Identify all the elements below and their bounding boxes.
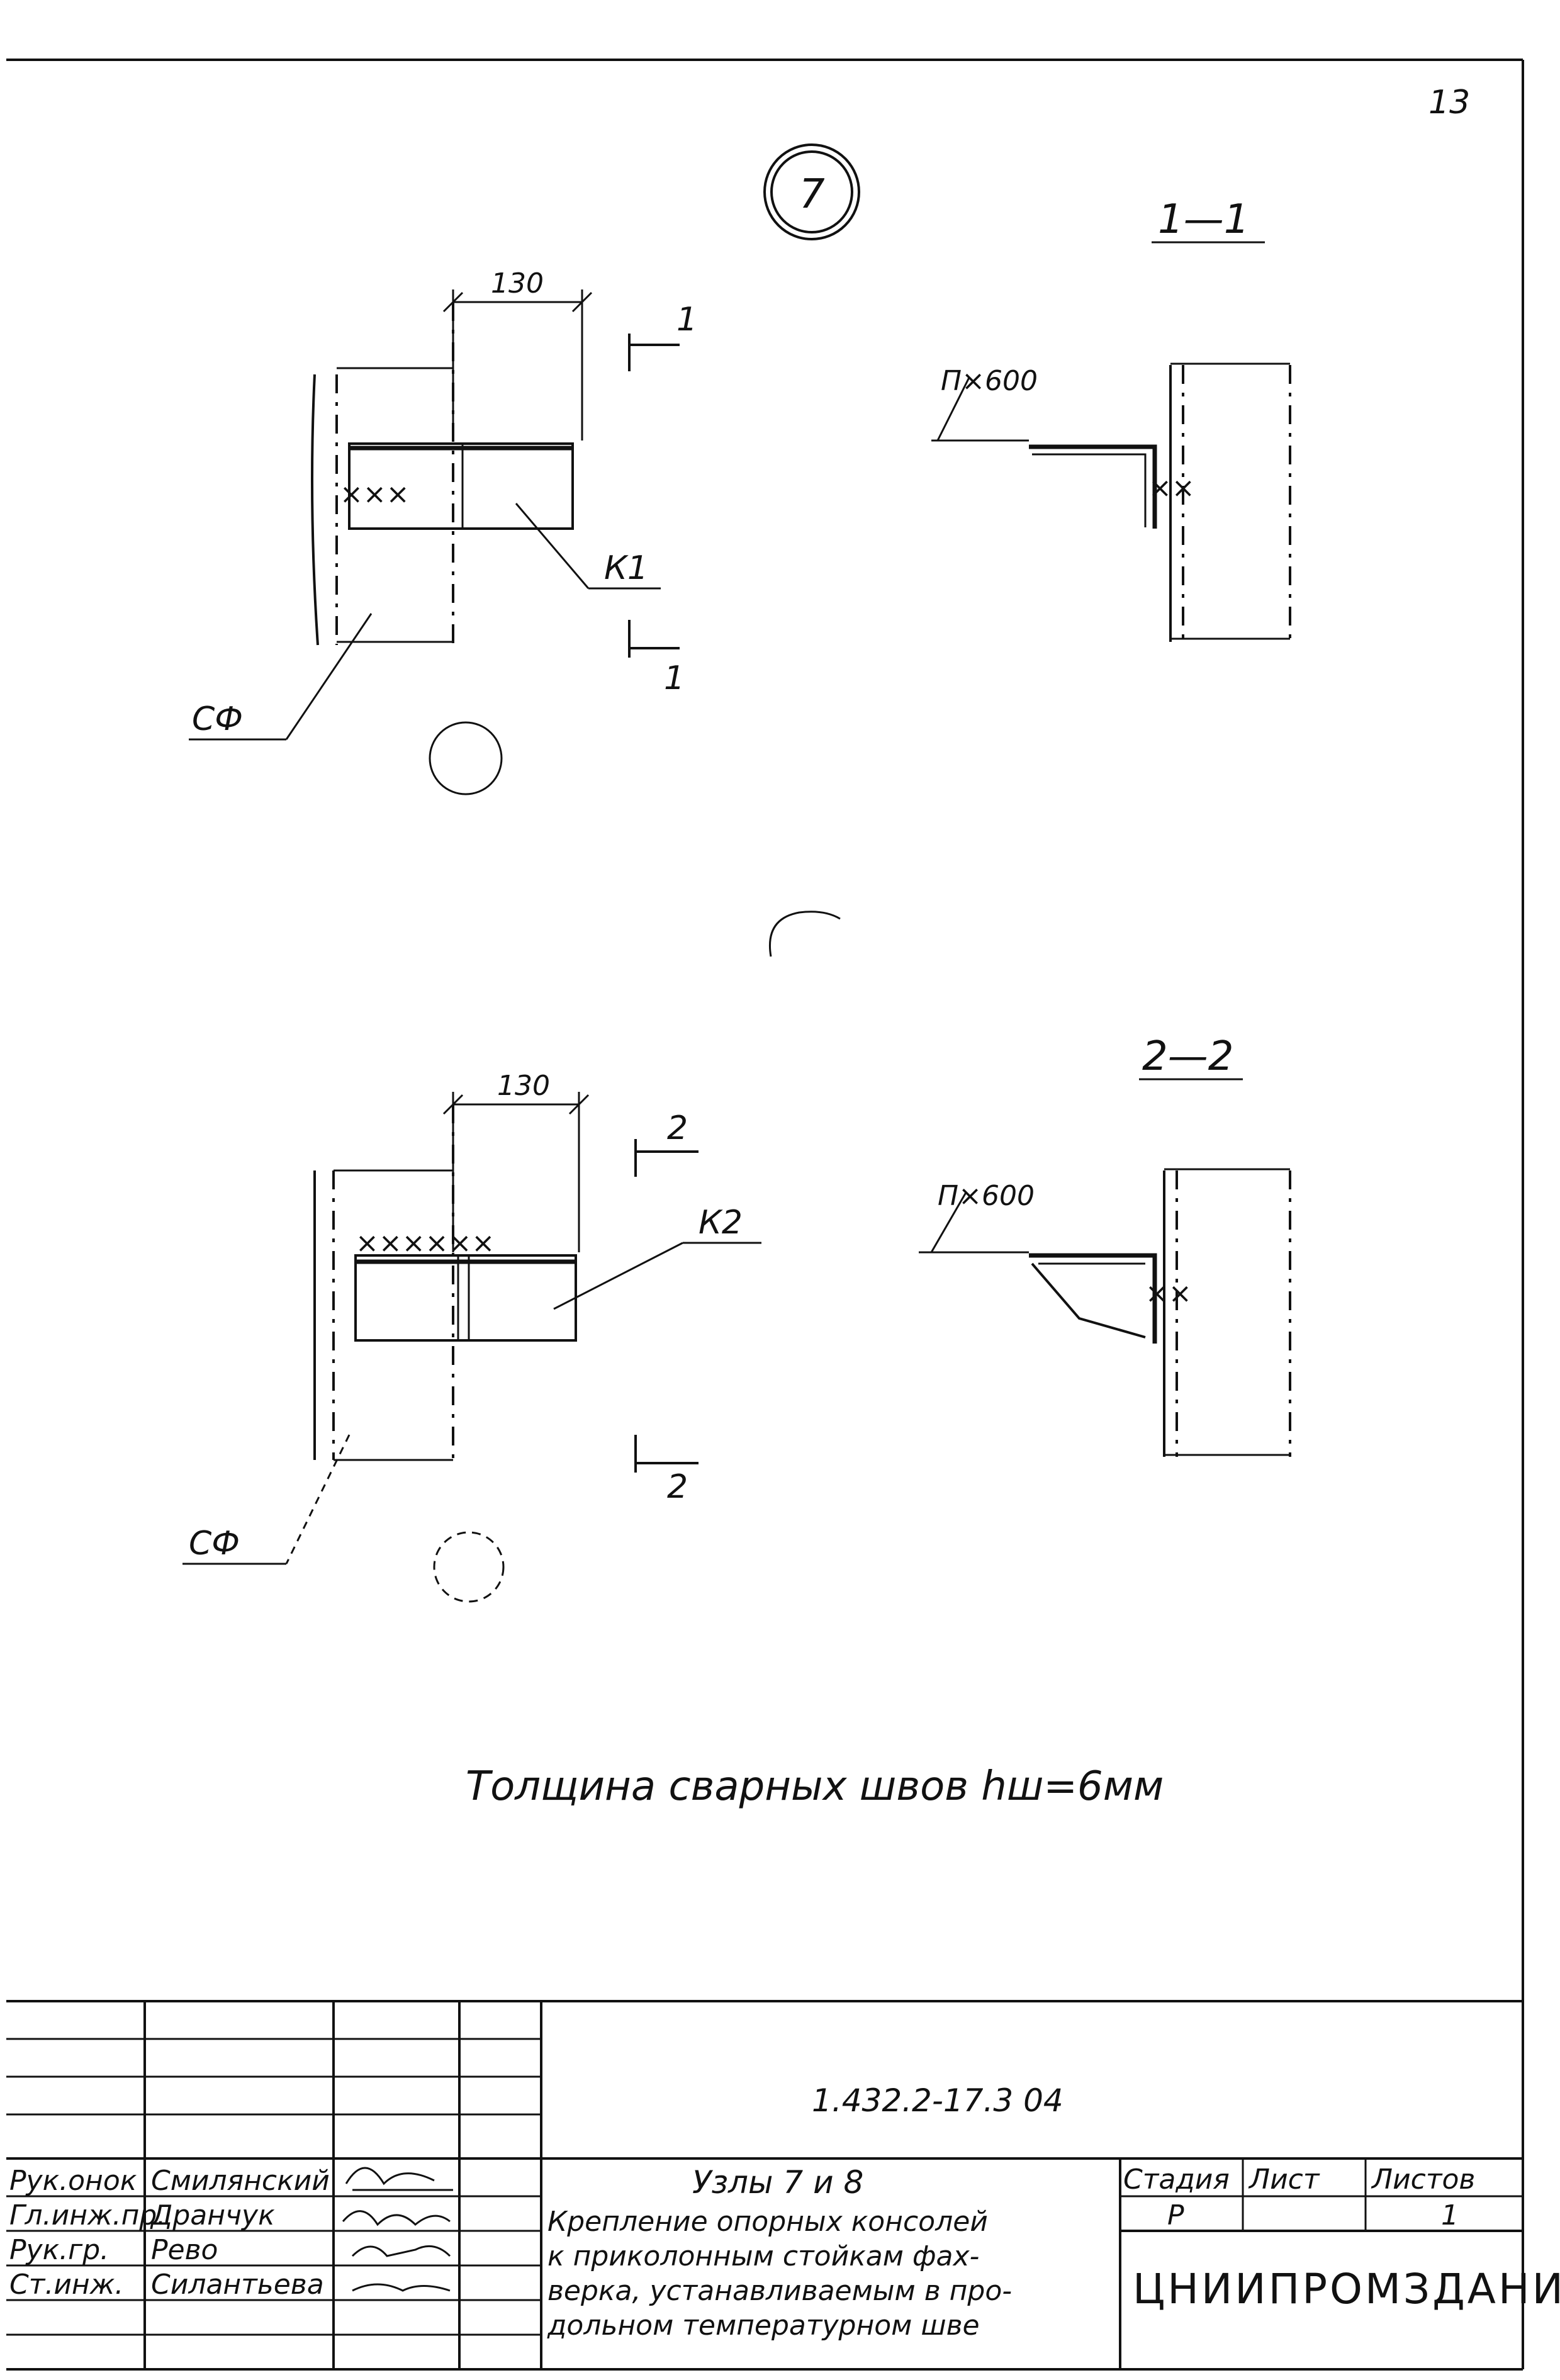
node7-weld-marks: ××× bbox=[340, 478, 410, 510]
title-block: 1.432.2-17.3 04 Рук.онок Гл.инж.пр. Рук.… bbox=[6, 2000, 1560, 2369]
role-senior-engineer: Ст.инж. bbox=[9, 2269, 123, 2301]
node8-weld-marks: ×××××× bbox=[356, 1227, 495, 1259]
title-line-3: к приколонным стойкам фах- bbox=[547, 2240, 979, 2272]
sheets-value: 1 bbox=[1441, 2199, 1459, 2231]
partial-circle-mark bbox=[769, 911, 841, 957]
title-line-2: Крепление опорных консолей bbox=[547, 2206, 988, 2238]
role-head: Рук.онок bbox=[9, 2165, 137, 2197]
stage-header: Стадия bbox=[1123, 2164, 1230, 2196]
name-3: Рево bbox=[151, 2234, 218, 2266]
section11-drawing: 1—1 ×× П×600 bbox=[931, 196, 1291, 642]
role-group-lead: Рук.гр. bbox=[9, 2234, 109, 2266]
node7-section-mark-bottom: 1 bbox=[664, 660, 685, 697]
stage-value: Р bbox=[1167, 2199, 1184, 2231]
node8-column-label: СФ bbox=[189, 1525, 240, 1563]
name-4: Силантьева bbox=[151, 2269, 324, 2301]
sheet-frame bbox=[6, 59, 1524, 2371]
organization-name: ЦНИИПРОМЗДАНИЙ bbox=[1133, 2264, 1560, 2313]
section11-title: 1—1 bbox=[1158, 196, 1249, 243]
weld-thickness-note: Толщина сварных швов hш=6мм bbox=[466, 1763, 1164, 1810]
node-marker-number: 7 bbox=[799, 171, 825, 218]
node7-column-label: СФ bbox=[192, 700, 243, 738]
sheet-corner-number: 13 bbox=[1428, 84, 1470, 121]
node8-part-label: К2 bbox=[699, 1204, 743, 1242]
node8-section-mark-bottom: 2 bbox=[667, 1468, 688, 1506]
node7-dimension: 130 bbox=[491, 267, 544, 300]
doc-code: 1.432.2-17.3 04 bbox=[812, 2082, 1063, 2119]
signatures bbox=[342, 2167, 453, 2292]
sheets-header: Листов bbox=[1371, 2164, 1475, 2196]
section11-plate-label: П×600 bbox=[941, 365, 1038, 397]
node7-section-mark-top: 1 bbox=[676, 301, 697, 339]
name-2: Дранчук bbox=[150, 2199, 275, 2231]
section22-plate-label: П×600 bbox=[938, 1180, 1035, 1212]
section22-weld-marks: ×× bbox=[1145, 1277, 1192, 1310]
title-line-1: Узлы 7 и 8 bbox=[692, 2164, 863, 2201]
node7-drawing: 130 ××× 1 1 К1 СФ bbox=[189, 267, 697, 795]
node7-part-label: К1 bbox=[604, 549, 648, 587]
title-line-4: верка, устанавливаемым в про- bbox=[547, 2275, 1012, 2307]
role-chief-engineer: Гл.инж.пр. bbox=[9, 2199, 166, 2231]
section22-title: 2—2 bbox=[1142, 1033, 1233, 1080]
name-1: Смилянский bbox=[151, 2165, 330, 2197]
section11-weld-marks: ×× bbox=[1148, 472, 1195, 504]
sheet-header: Лист bbox=[1248, 2164, 1320, 2196]
node8-dimension: 130 bbox=[497, 1070, 550, 1102]
node8-section-mark-top: 2 bbox=[667, 1109, 688, 1147]
node-marker: 7 bbox=[763, 143, 860, 240]
title-line-5: дольном температурном шве bbox=[547, 2310, 980, 2342]
node8-drawing: 130 ×××××× 2 2 К2 СФ bbox=[182, 1070, 761, 1603]
section22-drawing: 2—2 ×× П×600 bbox=[919, 1033, 1291, 1457]
